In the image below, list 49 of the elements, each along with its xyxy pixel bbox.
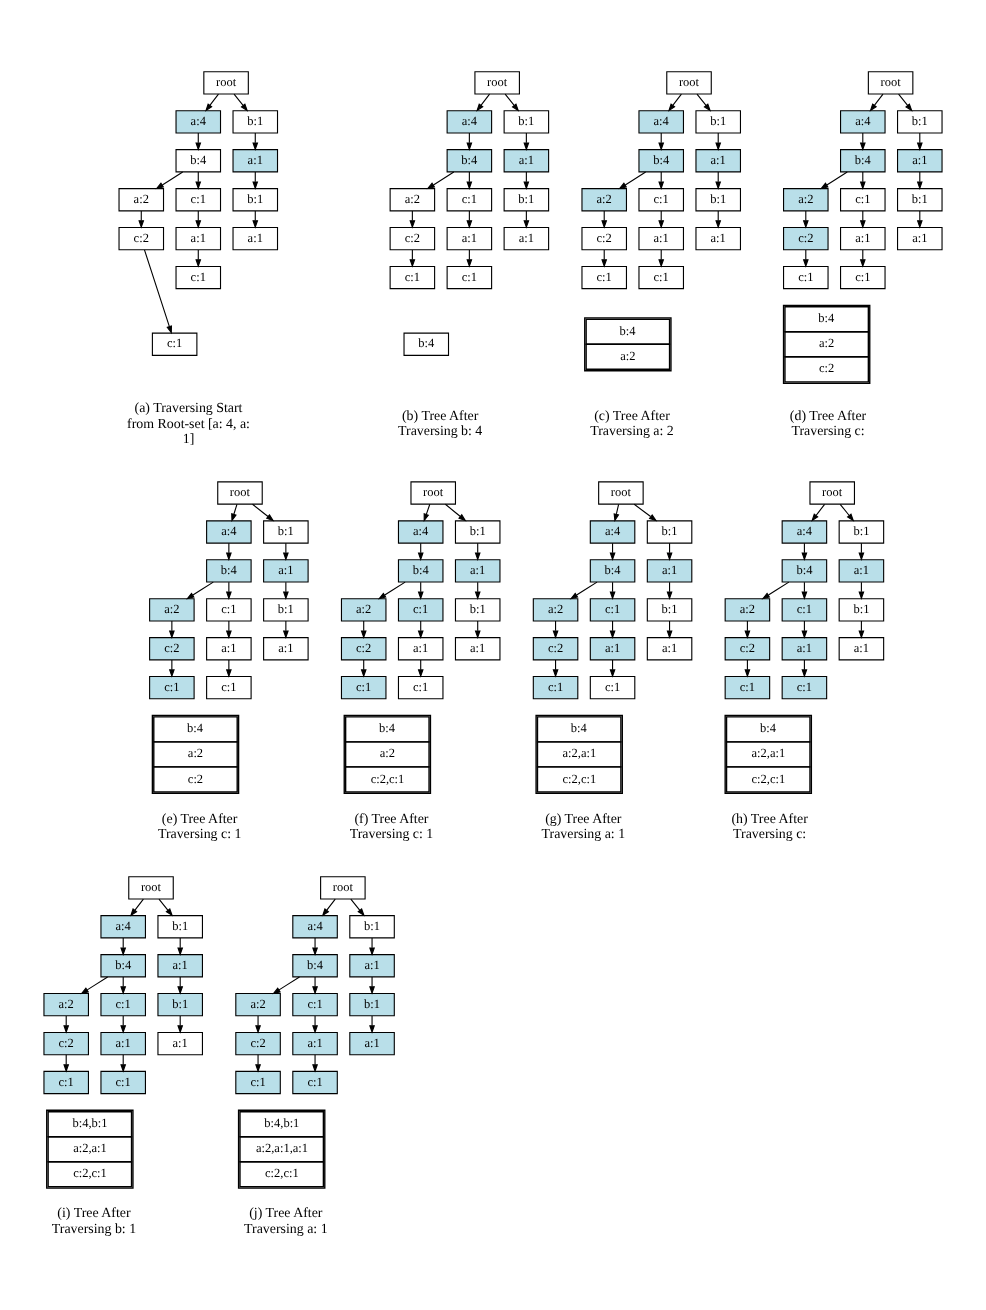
- arrow: [186, 581, 214, 600]
- arrow: [369, 976, 376, 995]
- arrow: [205, 93, 220, 112]
- arrow: [869, 93, 884, 112]
- arrow: [377, 581, 406, 600]
- arrow: [369, 1015, 376, 1034]
- arrow: [225, 620, 232, 639]
- arrow: [255, 1015, 262, 1034]
- arrow: [225, 659, 232, 678]
- arrow: [312, 937, 319, 956]
- arrow: [225, 581, 232, 600]
- arrow: [80, 976, 109, 995]
- arrow: [233, 93, 249, 112]
- arrow: [811, 503, 826, 522]
- arrow: [168, 659, 175, 678]
- arrow: [312, 1015, 319, 1034]
- arrow: [819, 171, 848, 190]
- arrow: [312, 976, 319, 995]
- arrow: [667, 93, 682, 112]
- arrow: [504, 93, 520, 112]
- arrow: [282, 581, 289, 600]
- arrow: [476, 93, 491, 112]
- arrow: [272, 976, 301, 995]
- arrow: [321, 898, 336, 917]
- arrow: [444, 503, 467, 522]
- arrow: [158, 898, 174, 917]
- arrow: [350, 898, 365, 917]
- arrow: [225, 542, 232, 562]
- arrow: [282, 620, 289, 639]
- arrow: [369, 937, 376, 956]
- arrow: [312, 1054, 319, 1073]
- arrow: [696, 93, 712, 112]
- arrow: [143, 249, 173, 335]
- arrow: [633, 503, 658, 522]
- arrow: [898, 93, 913, 112]
- arrow: [251, 503, 275, 522]
- arrow: [426, 171, 455, 190]
- arrow: [282, 542, 289, 562]
- arrow: [423, 503, 431, 523]
- arrow: [761, 581, 790, 600]
- arrow: [155, 171, 184, 190]
- arrow: [569, 581, 598, 600]
- arrow: [618, 171, 647, 190]
- arrow: [168, 620, 175, 639]
- arrow: [255, 1054, 262, 1073]
- arrow: [129, 898, 144, 917]
- arrow: [613, 503, 620, 523]
- arrow: [839, 503, 855, 522]
- arrow: [231, 503, 238, 523]
